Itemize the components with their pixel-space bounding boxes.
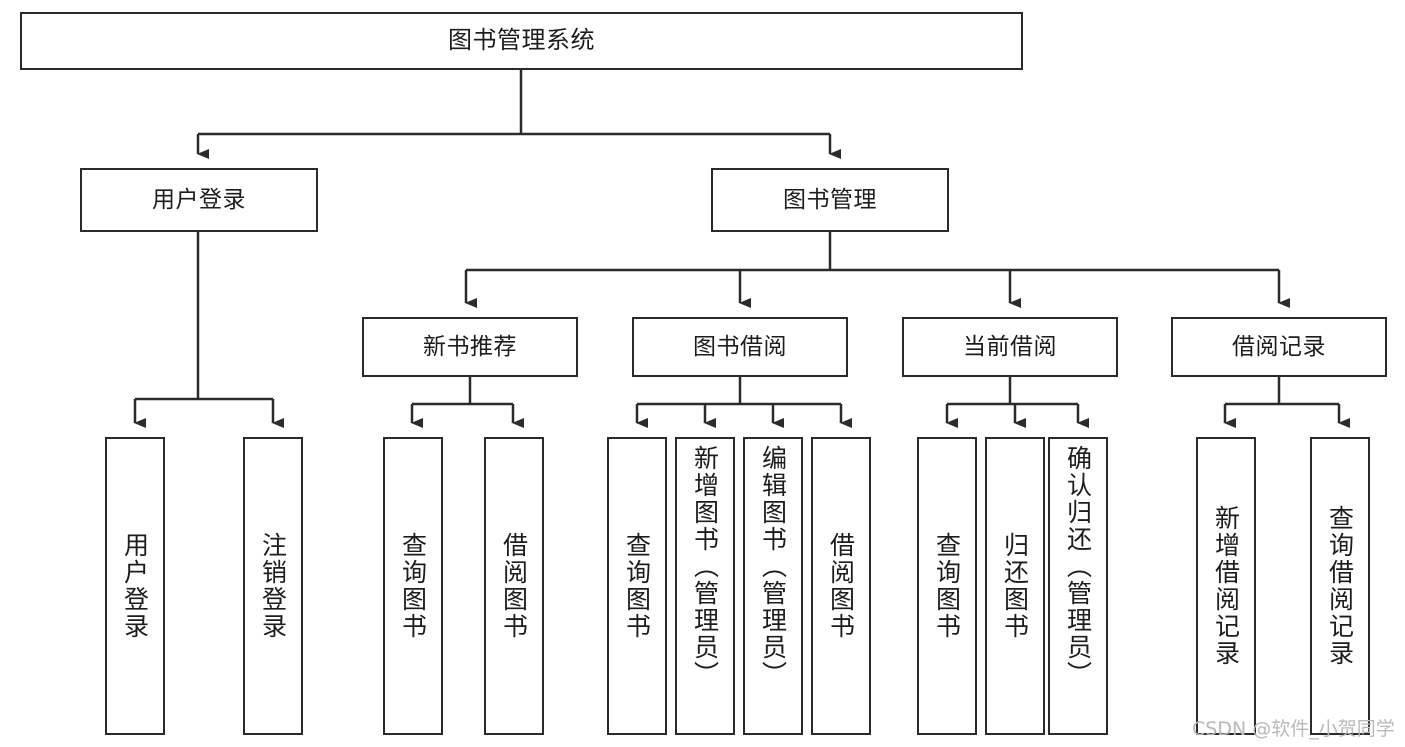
leaf-user-login-logout[interactable]: 注销登录 — [243, 437, 303, 735]
node-book-borrow[interactable]: 图书借阅 — [632, 317, 848, 377]
node-label: 新增图书（管理员） — [690, 445, 720, 688]
node-label: 查询图书 — [622, 532, 652, 640]
leaf-borrow-record-query-record[interactable]: 查询借阅记录 — [1310, 437, 1370, 735]
node-label: 用户登录 — [152, 186, 246, 213]
leaf-book-borrow-edit-book[interactable]: 编辑图书（管理员） — [743, 437, 803, 735]
node-label: 用户登录 — [120, 532, 150, 640]
node-label: 图书借阅 — [693, 333, 787, 360]
node-label: 注销登录 — [258, 532, 288, 640]
leaf-current-borrow-query-book[interactable]: 查询图书 — [917, 437, 977, 735]
leaf-borrow-record-add-record[interactable]: 新增借阅记录 — [1196, 437, 1256, 735]
node-book-management[interactable]: 图书管理 — [711, 168, 949, 232]
node-label: 借阅图书 — [826, 532, 856, 640]
node-label: 归还图书 — [1000, 532, 1030, 640]
node-label: 当前借阅 — [963, 333, 1057, 360]
node-current-borrow[interactable]: 当前借阅 — [902, 317, 1118, 377]
leaf-current-borrow-return-book[interactable]: 归还图书 — [985, 437, 1045, 735]
node-label: 查询图书 — [398, 532, 428, 640]
node-label: 借阅图书 — [499, 532, 529, 640]
node-label: 新书推荐 — [423, 333, 517, 360]
leaf-user-login-login[interactable]: 用户登录 — [105, 437, 165, 735]
leaf-new-book-borrow-book[interactable]: 借阅图书 — [484, 437, 544, 735]
node-root-system[interactable]: 图书管理系统 — [20, 12, 1023, 70]
node-borrow-record[interactable]: 借阅记录 — [1171, 317, 1387, 377]
leaf-current-borrow-confirm-return[interactable]: 确认归还（管理员） — [1048, 437, 1108, 735]
watermark-text: CSDN @软件_小贺同学 — [1192, 718, 1395, 740]
leaf-book-borrow-borrow-book[interactable]: 借阅图书 — [811, 437, 871, 735]
node-label: 新增借阅记录 — [1211, 505, 1241, 667]
node-label: 借阅记录 — [1232, 333, 1326, 360]
leaf-book-borrow-query-book[interactable]: 查询图书 — [607, 437, 667, 735]
node-new-book-recommend[interactable]: 新书推荐 — [362, 317, 578, 377]
node-label: 确认归还（管理员） — [1063, 445, 1093, 688]
node-label: 查询借阅记录 — [1325, 505, 1355, 667]
node-label: 查询图书 — [932, 532, 962, 640]
node-label: 编辑图书（管理员） — [758, 445, 788, 688]
leaf-new-book-query-book[interactable]: 查询图书 — [383, 437, 443, 735]
node-label: 图书管理系统 — [448, 26, 595, 55]
leaf-book-borrow-add-book[interactable]: 新增图书（管理员） — [675, 437, 735, 735]
node-label: 图书管理 — [783, 186, 877, 213]
node-user-login[interactable]: 用户登录 — [80, 168, 318, 232]
